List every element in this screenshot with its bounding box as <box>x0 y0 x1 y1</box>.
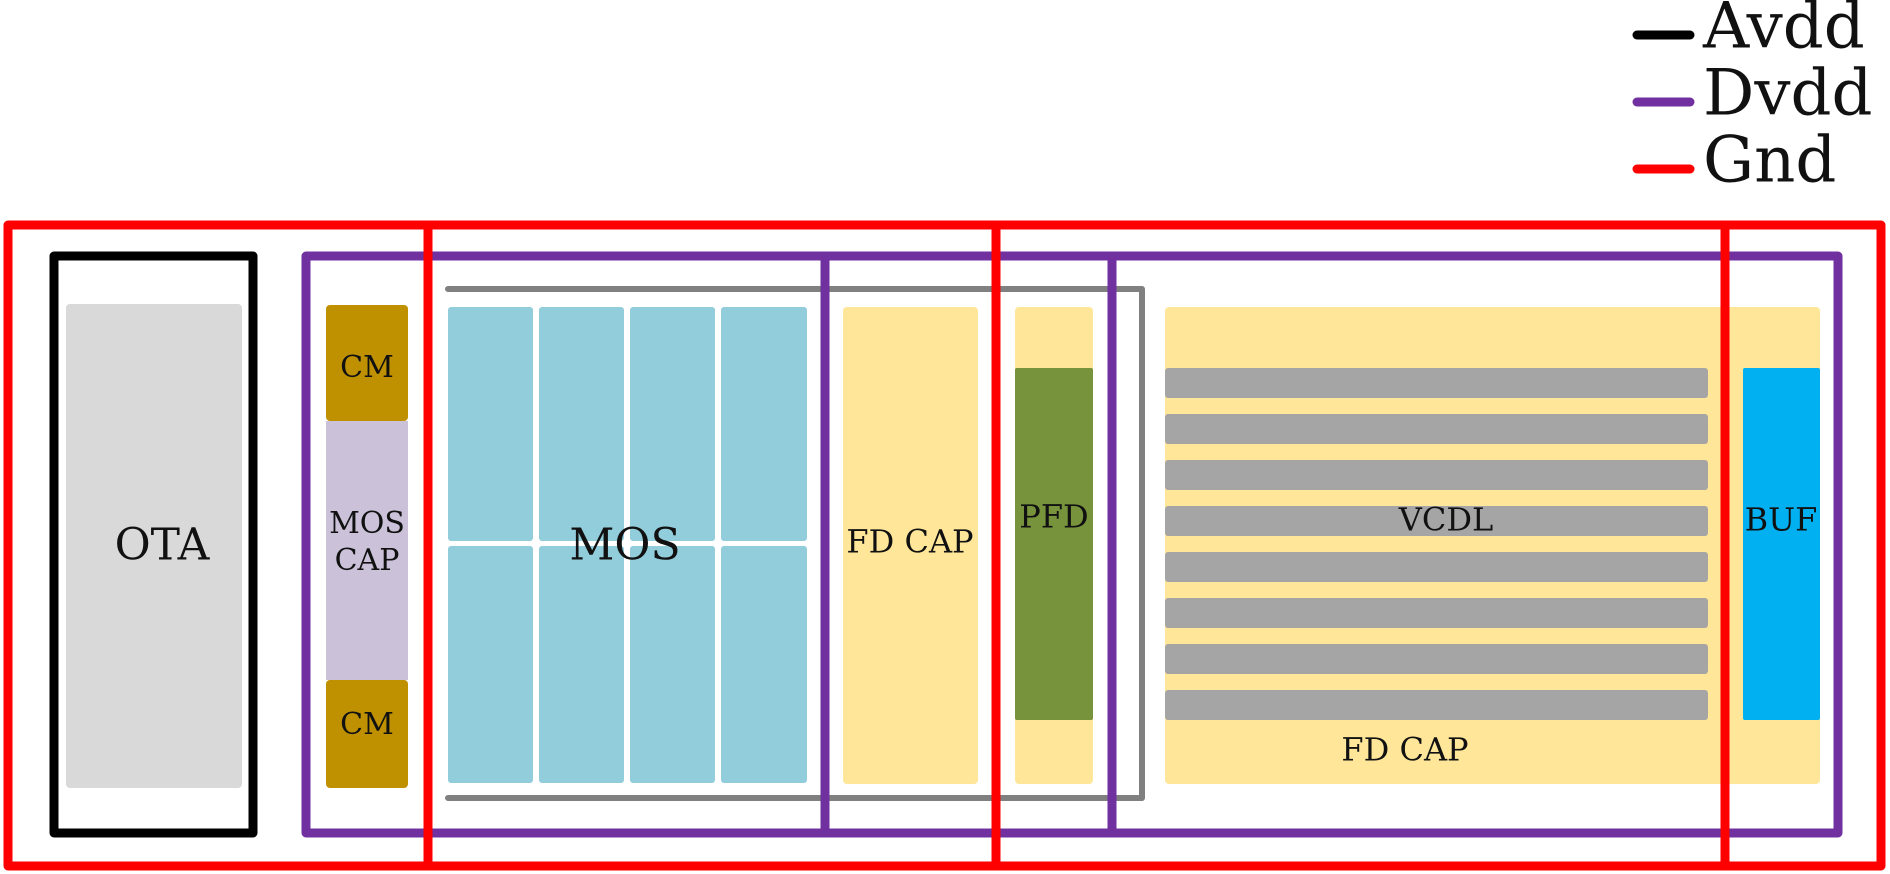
gnd-domain-outline <box>3 220 1886 871</box>
mos-cell <box>448 546 533 783</box>
mos-cell <box>539 546 624 783</box>
mos-array <box>448 307 807 783</box>
vcdl-stage <box>1165 368 1708 398</box>
mos-cell <box>448 307 533 541</box>
vcdl-stages <box>1165 368 1708 720</box>
ota-label: OTA <box>115 520 211 571</box>
dvdd-domain-outline <box>301 251 1843 838</box>
vcdl-stage <box>1165 414 1708 444</box>
avdd-domain-outline <box>49 251 258 838</box>
ota-block <box>66 304 242 788</box>
cm-bottom-label: CM <box>340 707 394 742</box>
legend-gnd-label: Gnd <box>1703 124 1836 198</box>
buf-block <box>1743 368 1820 720</box>
buf-label: BUF <box>1745 501 1818 539</box>
legend-avdd-label: Avdd <box>1702 0 1865 64</box>
vcdl-label: VCDL <box>1398 501 1494 539</box>
mos-cell <box>630 307 715 541</box>
mos-label: MOS <box>569 520 680 571</box>
vcdl-stage <box>1165 644 1708 674</box>
mos-cell <box>721 546 807 783</box>
cm-top-label: CM <box>340 350 394 385</box>
vcdl-stage <box>1165 506 1708 536</box>
mos-cap-label-line1: MOS <box>329 506 405 541</box>
fd-cap-left-label: FD CAP <box>846 523 973 561</box>
legend-dvdd-label: Dvdd <box>1703 57 1872 131</box>
vcdl-stage <box>1165 690 1708 720</box>
pfd-label: PFD <box>1019 498 1088 536</box>
vcdl-stage <box>1165 552 1708 582</box>
mos-cell <box>630 546 715 783</box>
pfd-block <box>1015 368 1093 720</box>
cm-bottom-block <box>326 680 408 788</box>
fd-cap-left-block <box>843 307 978 784</box>
vcdl-stage <box>1165 460 1708 490</box>
mos-cell <box>539 307 624 541</box>
mos-cell <box>721 307 807 541</box>
mos-bracket <box>445 286 1145 801</box>
fd-cap-right-label: FD CAP <box>1341 731 1468 769</box>
vcdl-stage <box>1165 598 1708 628</box>
mos-cap-block <box>326 421 408 680</box>
mos-cap-label-line2: CAP <box>335 543 400 578</box>
cm-top-block <box>326 305 408 421</box>
legend: Avdd Dvdd Gnd <box>1632 0 1872 198</box>
